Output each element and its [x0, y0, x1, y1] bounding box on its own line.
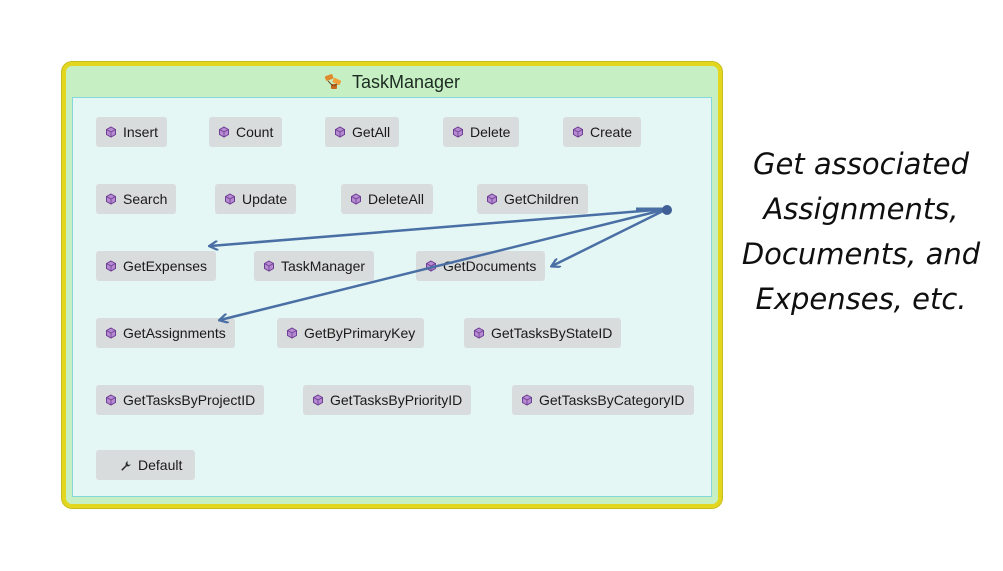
class-title: TaskManager — [351, 71, 461, 92]
callout-text: Get associated Assignments, Documents, a… — [724, 142, 998, 322]
method-icon — [521, 394, 533, 406]
method-getexpenses[interactable]: GetExpenses — [96, 251, 217, 281]
wrench-icon — [120, 459, 132, 471]
method-deleteall[interactable]: DeleteAll — [341, 184, 434, 214]
method-label: Default — [138, 457, 183, 473]
method-count[interactable]: Count — [209, 117, 283, 147]
method-label: GetAll — [352, 124, 391, 140]
method-icon — [452, 126, 464, 138]
method-create[interactable]: Create — [563, 117, 642, 147]
method-delete[interactable]: Delete — [443, 117, 520, 147]
class-icon — [324, 73, 344, 91]
method-icon — [425, 260, 437, 272]
method-icon — [105, 394, 117, 406]
method-gettasksbycategoryid[interactable]: GetTasksByCategoryID — [512, 385, 694, 415]
method-label: Create — [590, 124, 633, 140]
method-label: Count — [236, 124, 274, 140]
method-label: GetExpenses — [123, 258, 208, 274]
method-label: Delete — [470, 124, 511, 140]
method-default[interactable]: Default — [96, 450, 196, 480]
method-getall[interactable]: GetAll — [325, 117, 400, 147]
method-icon — [105, 193, 117, 205]
method-gettasksbypriorityid[interactable]: GetTasksByPriorityID — [303, 385, 472, 415]
class-header: TaskManager — [66, 66, 718, 98]
method-icon — [350, 193, 362, 205]
method-label: DeleteAll — [368, 191, 425, 207]
method-taskmanager[interactable]: TaskManager — [254, 251, 375, 281]
method-label: GetByPrimaryKey — [304, 325, 416, 341]
method-icon — [224, 193, 236, 205]
callout-line: Assignments, — [763, 192, 959, 226]
callout-line: Documents, and — [741, 237, 981, 271]
method-label: GetAssignments — [123, 325, 226, 341]
method-label: Search — [123, 191, 168, 207]
method-getbyprimarykey[interactable]: GetByPrimaryKey — [277, 318, 425, 348]
method-label: Insert — [123, 124, 159, 140]
method-icon — [572, 126, 584, 138]
method-icon — [286, 327, 298, 339]
method-icon — [263, 260, 275, 272]
method-gettasksbyprojectid[interactable]: GetTasksByProjectID — [96, 385, 265, 415]
method-label: GetTasksByCategoryID — [539, 392, 685, 408]
method-label: GetChildren — [504, 191, 579, 207]
method-search[interactable]: Search — [96, 184, 177, 214]
callout-line: Expenses, etc. — [755, 282, 967, 316]
method-label: GetTasksByStateID — [491, 325, 613, 341]
method-icon — [473, 327, 485, 339]
method-label: GetDocuments — [443, 258, 537, 274]
class-members: Insert Count GetAll Delete Create Search… — [72, 97, 712, 497]
method-label: Update — [242, 191, 288, 207]
method-icon — [334, 126, 346, 138]
method-icon — [312, 394, 324, 406]
method-icon — [105, 327, 117, 339]
method-label: GetTasksByPriorityID — [330, 392, 463, 408]
method-icon — [486, 193, 498, 205]
method-getdocuments[interactable]: GetDocuments — [416, 251, 546, 281]
method-label: GetTasksByProjectID — [123, 392, 256, 408]
class-diagram-box: TaskManager Insert Count GetAll Delete C… — [62, 62, 722, 508]
method-icon — [218, 126, 230, 138]
method-getassignments[interactable]: GetAssignments — [96, 318, 235, 348]
method-update[interactable]: Update — [215, 184, 297, 214]
method-insert[interactable]: Insert — [96, 117, 168, 147]
callout-line: Get associated — [752, 147, 970, 181]
method-icon — [105, 126, 117, 138]
method-label: TaskManager — [281, 258, 366, 274]
method-getchildren[interactable]: GetChildren — [477, 184, 588, 214]
method-icon — [105, 260, 117, 272]
method-gettasksbystateid[interactable]: GetTasksByStateID — [464, 318, 622, 348]
